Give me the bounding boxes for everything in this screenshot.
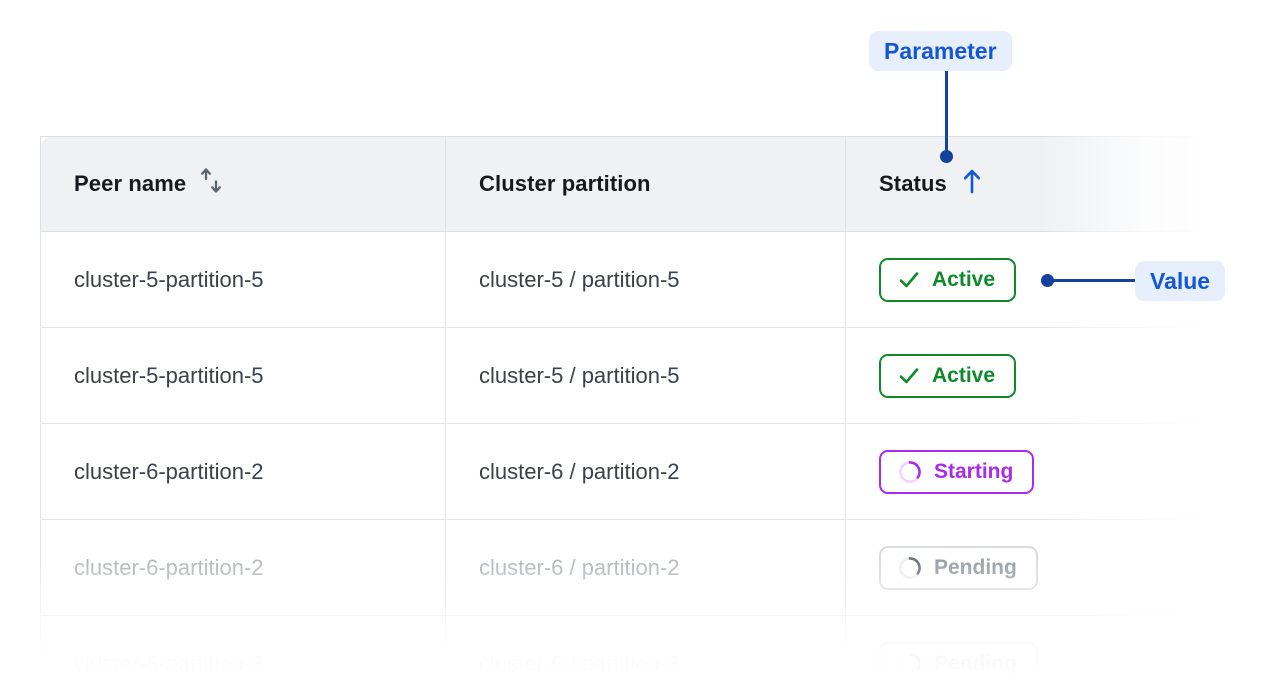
cell-peer-name: cluster-5-partition-5 [40, 231, 446, 328]
status-badge: Active [879, 353, 1017, 398]
cell-peer-name: cluster-6-partition-2 [40, 519, 446, 616]
cell-cluster-partition: cluster-6 / partition-2 [445, 423, 846, 520]
cell-status: Pending [845, 519, 1200, 616]
table-row[interactable]: cluster-6-partition-3 cluster-6 / partit… [40, 615, 1200, 688]
cell-cluster-partition: cluster-6 / partition-2 [445, 519, 846, 616]
status-label: Active [932, 267, 996, 291]
table-row[interactable]: cluster-6-partition-2 cluster-6 / partit… [40, 423, 1200, 520]
cell-status: Starting [845, 423, 1200, 520]
column-header-label: Status [879, 171, 947, 196]
annotation-connector-value [1049, 279, 1139, 282]
annotation-chip-parameter: Parameter [869, 31, 1012, 71]
status-badge: Pending [879, 641, 1038, 686]
check-icon [897, 364, 921, 388]
annotation-connector-parameter [945, 71, 948, 157]
column-header-peer-name[interactable]: Peer name [40, 136, 446, 232]
status-label: Pending [934, 555, 1017, 579]
status-label: Starting [934, 459, 1014, 483]
status-label: Pending [934, 651, 1017, 675]
table-header: Peer name Cluster partition [40, 136, 1200, 232]
cell-peer-name: cluster-5-partition-5 [40, 327, 446, 424]
annotation-anchor-dot-parameter [940, 150, 953, 163]
column-header-label: Peer name [74, 171, 187, 196]
check-icon [897, 268, 921, 292]
spinner-icon [897, 651, 923, 677]
column-header-cluster-partition[interactable]: Cluster partition [445, 136, 846, 232]
cell-status: Pending [845, 615, 1200, 688]
column-header-status[interactable]: Status [845, 136, 1200, 232]
table-body: cluster-5-partition-5 cluster-5 / partit… [40, 231, 1200, 688]
column-header-label: Cluster partition [479, 171, 651, 196]
cell-peer-name: cluster-6-partition-2 [40, 423, 446, 520]
annotation-anchor-dot-value [1041, 274, 1054, 287]
status-badge: Pending [879, 545, 1038, 590]
cell-cluster-partition: cluster-5 / partition-5 [445, 327, 846, 424]
cell-cluster-partition: cluster-5 / partition-5 [445, 231, 846, 328]
spinner-icon [897, 459, 923, 485]
sort-both-icon[interactable] [199, 166, 225, 202]
annotation-chip-value: Value [1135, 261, 1226, 301]
cell-peer-name: cluster-6-partition-3 [40, 615, 446, 688]
table-header-row: Peer name Cluster partition [40, 136, 1200, 232]
status-badge: Active [879, 257, 1017, 302]
cell-cluster-partition: cluster-6 / partition-3 [445, 615, 846, 688]
peers-table-container: Peer name Cluster partition [40, 136, 1200, 688]
table-row[interactable]: cluster-5-partition-5 cluster-5 / partit… [40, 231, 1200, 328]
status-badge: Starting [879, 449, 1035, 494]
table-row[interactable]: cluster-5-partition-5 cluster-5 / partit… [40, 327, 1200, 424]
cell-status: Active [845, 327, 1200, 424]
status-label: Active [932, 363, 996, 387]
peers-table: Peer name Cluster partition [40, 136, 1200, 688]
table-row[interactable]: cluster-6-partition-2 cluster-6 / partit… [40, 519, 1200, 616]
spinner-icon [897, 555, 923, 581]
arrow-up-icon[interactable] [960, 167, 984, 201]
